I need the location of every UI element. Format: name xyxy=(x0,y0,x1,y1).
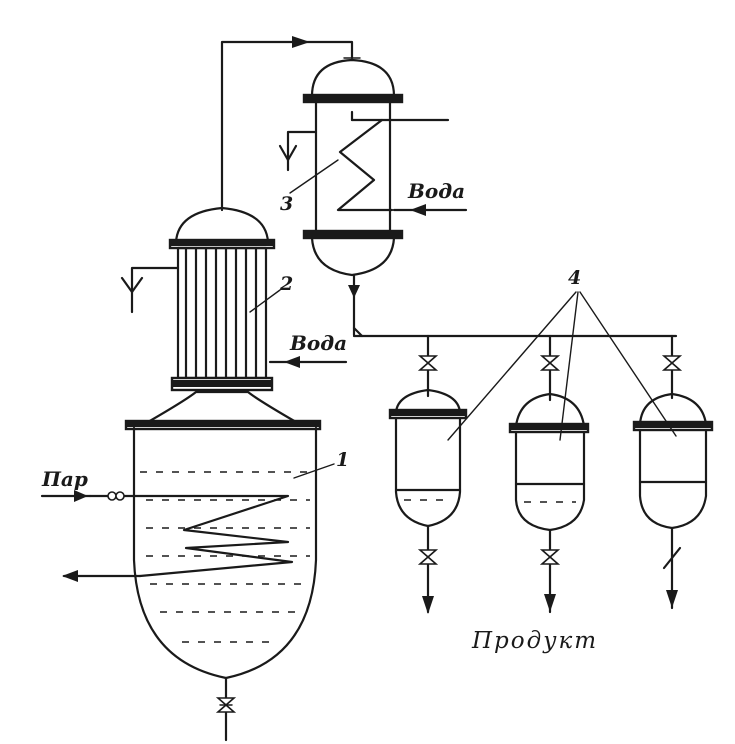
label-water-cooler: Вода xyxy=(407,179,465,203)
label-water-condenser: Вода xyxy=(289,331,347,355)
leaders-4 xyxy=(447,291,677,441)
cooler-3 xyxy=(278,58,468,337)
receiver-b xyxy=(508,334,590,614)
label-3: 3 xyxy=(280,193,293,215)
vapor-pipe xyxy=(220,36,361,212)
receiver-c xyxy=(632,334,714,610)
label-2: 2 xyxy=(279,273,293,295)
condenser-2 xyxy=(120,206,348,392)
label-1: 1 xyxy=(336,449,349,471)
label-steam: Пар xyxy=(41,467,88,491)
reactor-1 xyxy=(40,390,335,742)
label-4: 4 xyxy=(568,267,581,289)
receiver-a xyxy=(388,334,468,614)
label-product: Продукт xyxy=(471,628,598,654)
distribution-header xyxy=(352,326,678,338)
